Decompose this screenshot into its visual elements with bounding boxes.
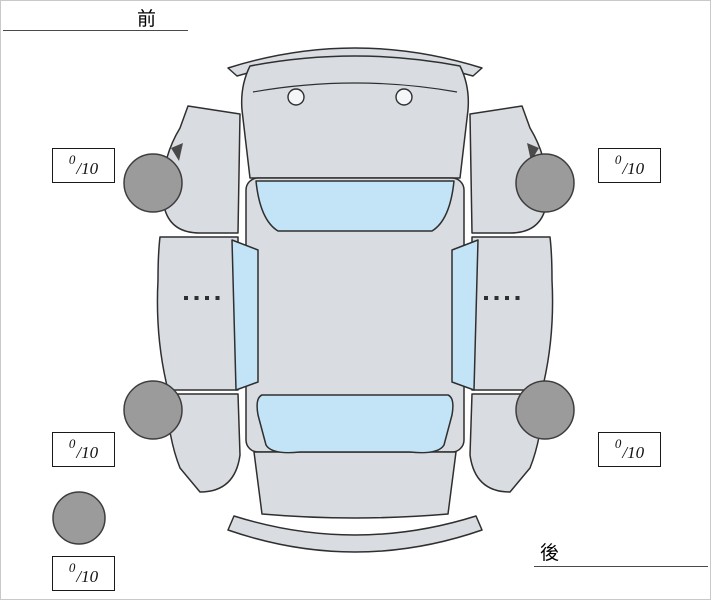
trunk-lid xyxy=(253,451,457,519)
front-underline xyxy=(3,30,188,31)
right-fender-mark xyxy=(527,143,539,161)
rear-right-wheel xyxy=(515,380,575,440)
hood-seam-line xyxy=(252,82,458,93)
rear-window xyxy=(256,394,454,454)
score-max: /10 xyxy=(622,443,645,462)
score-max: /10 xyxy=(76,159,99,178)
right-washer-circle xyxy=(395,88,413,106)
rear-bumper xyxy=(227,515,483,553)
score-value: 0 xyxy=(68,560,76,575)
right-side-windows xyxy=(451,239,479,391)
score-value: 0 xyxy=(614,436,622,451)
spare-wheel xyxy=(52,491,106,545)
score-box-rear-right: 0 /10 xyxy=(598,432,661,467)
right-door-panel xyxy=(471,236,554,391)
score-value: 0 xyxy=(68,152,76,167)
score-max: /10 xyxy=(76,567,99,586)
rear-left-wheel xyxy=(123,380,183,440)
score-value: 0 xyxy=(68,436,76,451)
score-max: /10 xyxy=(622,159,645,178)
left-washer-circle xyxy=(287,88,305,106)
score-value: 0 xyxy=(614,152,622,167)
front-right-wheel xyxy=(515,153,575,213)
windshield xyxy=(255,180,455,232)
front-left-wheel xyxy=(123,153,183,213)
hood xyxy=(240,55,470,179)
rear-label: 後 xyxy=(540,542,560,564)
rear-underline xyxy=(534,566,708,567)
front-label: 前 xyxy=(137,8,157,30)
score-box-front-right: 0 /10 xyxy=(598,148,661,183)
score-box-spare: 0 /10 xyxy=(52,556,115,591)
left-fender-mark xyxy=(171,143,183,161)
score-box-rear-left: 0 /10 xyxy=(52,432,115,467)
left-door-panel xyxy=(156,236,239,391)
left-side-windows xyxy=(231,239,259,391)
score-box-front-left: 0 /10 xyxy=(52,148,115,183)
score-max: /10 xyxy=(76,443,99,462)
